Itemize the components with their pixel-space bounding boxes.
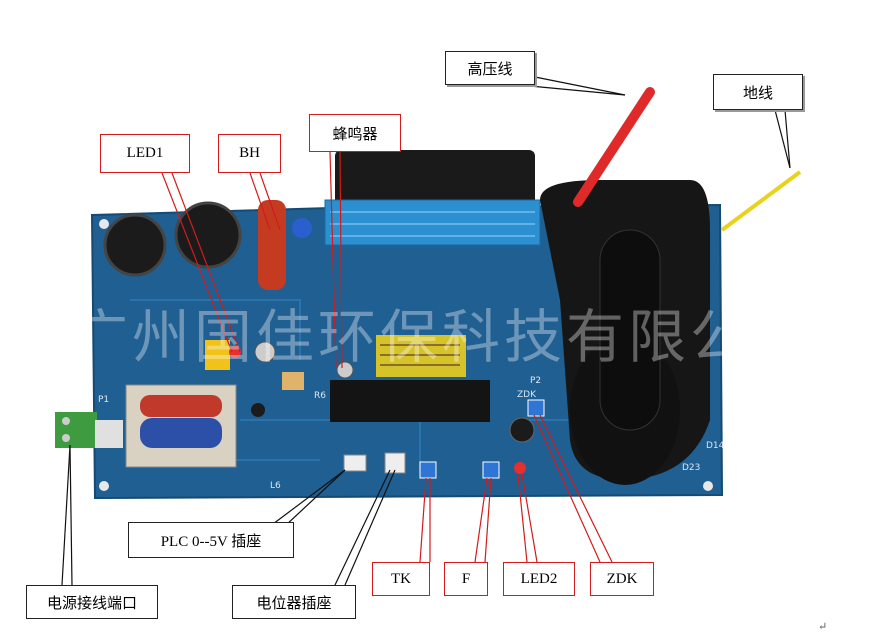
electrolytic-capacitors (103, 201, 535, 443)
potentiometer-socket (384, 452, 406, 474)
silk-d23: D23 (682, 463, 700, 473)
return-mark: ↵ (818, 621, 828, 633)
beige-capacitor (282, 372, 304, 390)
plc-socket (343, 454, 367, 472)
silk-p2: P2 (530, 376, 541, 386)
led2-light (514, 462, 526, 474)
transformer-knob (599, 229, 661, 431)
pot-zdk (527, 399, 545, 417)
heatsink (324, 199, 541, 246)
terminal-block (95, 420, 123, 448)
silk-l6: L6 (270, 481, 281, 491)
hv-wire (573, 87, 655, 207)
buzzer-label: 蜂鸣器 (309, 114, 401, 152)
ground-wire (720, 170, 802, 232)
silk-d14: D14 (706, 441, 725, 451)
red-leader-lines (161, 151, 613, 563)
yellow-capacitor (205, 340, 230, 370)
led1-light (229, 346, 241, 358)
black-leader-lines (61, 75, 791, 586)
potentiometer-socket-label: 电位器插座 (232, 585, 356, 619)
pot-tk (419, 461, 437, 479)
blue-cap (292, 218, 312, 238)
tk-label: TK (372, 562, 430, 596)
mounting-hole (99, 481, 109, 491)
mounting-hole (703, 481, 713, 491)
bh-capacitor (258, 200, 286, 290)
transformer-windings (380, 344, 460, 366)
terminal-screw (62, 434, 70, 442)
black-module (330, 380, 490, 422)
mounting-hole (99, 219, 109, 229)
bh-label: BH (218, 134, 281, 173)
plc-socket-label: PLC 0--5V 插座 (128, 522, 294, 558)
led1-label: LED1 (100, 134, 190, 173)
led2-label: LED2 (503, 562, 575, 596)
silk-r6: R6 (314, 391, 326, 401)
power-terminal (55, 412, 97, 448)
silk-zdk: ZDK (517, 390, 537, 400)
terminal-screw (62, 417, 70, 425)
power-port-label: 电源接线端口 (26, 585, 158, 619)
ground-wire-label: 地线 (713, 74, 803, 110)
transformer-coil-blue (140, 418, 222, 448)
high-voltage-wire-label: 高压线 (445, 51, 535, 85)
transformer-coil-red (140, 395, 222, 417)
pot-f (482, 461, 500, 479)
silkscreen: P1 R6 L6 ZDK D23 D14 P2 (98, 376, 725, 491)
f-label: F (444, 562, 488, 596)
zdk-label: ZDK (590, 562, 654, 596)
heatsink-fins (330, 211, 535, 237)
silk-p1: P1 (98, 395, 109, 405)
